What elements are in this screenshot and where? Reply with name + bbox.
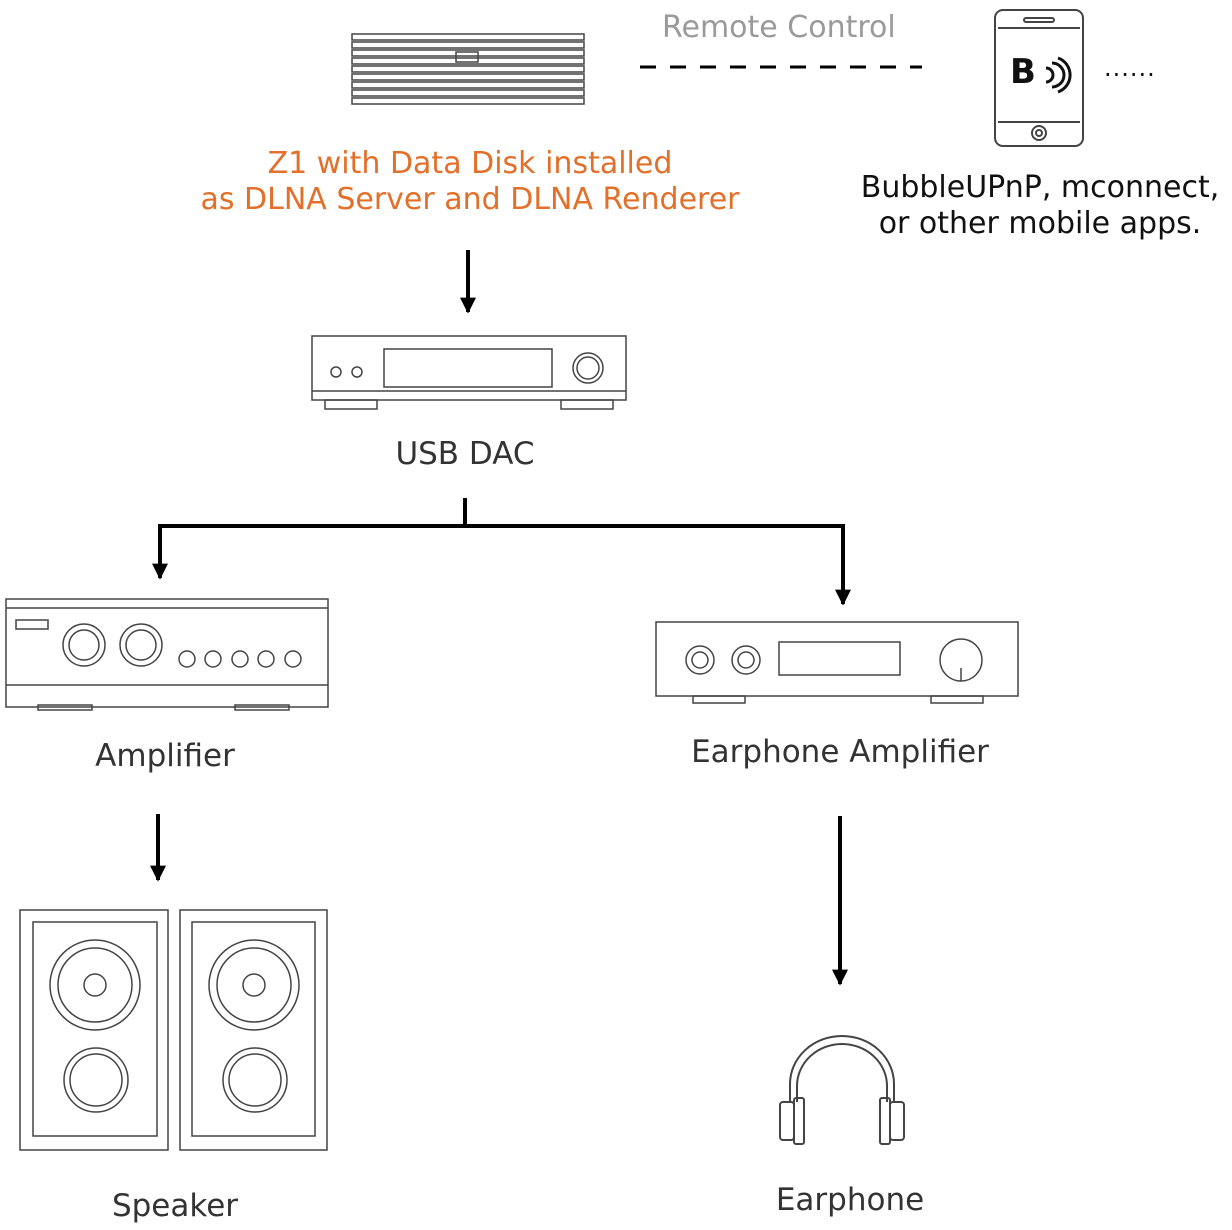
usb-dac-label: USB DAC: [395, 436, 535, 472]
remote-control-label: Remote Control: [662, 10, 896, 45]
amplifier-icon: [5, 598, 329, 711]
amplifier-label: Amplifier: [95, 738, 235, 774]
speaker-icon: [19, 909, 328, 1151]
smartphone-icon: [994, 9, 1084, 147]
earphone-label: Earphone: [775, 1182, 925, 1218]
earphone-amplifier-icon: [655, 621, 1019, 704]
earphone-amplifier-label: Earphone Amplifier: [691, 734, 989, 770]
z1-label-line1: Z1 with Data Disk installed: [267, 146, 673, 181]
apps-label-line1: BubbleUPnP, mconnect,: [860, 170, 1220, 205]
bubbleupnp-icon: [1045, 56, 1072, 94]
z1-server-icon: [351, 33, 585, 105]
z1-server-label: Z1 with Data Disk installed as DLNA Serv…: [160, 146, 780, 218]
z1-label-line2: as DLNA Server and DLNA Renderer: [200, 182, 740, 217]
app-icon-letter: B: [1010, 52, 1036, 92]
speaker-label: Speaker: [111, 1188, 239, 1224]
usb-dac-icon: [311, 335, 627, 410]
branch-connector: [160, 498, 845, 528]
ellipsis-text: ......: [1104, 54, 1156, 82]
apps-label-line2: or other mobile apps.: [878, 206, 1202, 241]
headphones-icon: [779, 1035, 905, 1145]
mobile-apps-label: BubbleUPnP, mconnect, or other mobile ap…: [850, 170, 1230, 242]
